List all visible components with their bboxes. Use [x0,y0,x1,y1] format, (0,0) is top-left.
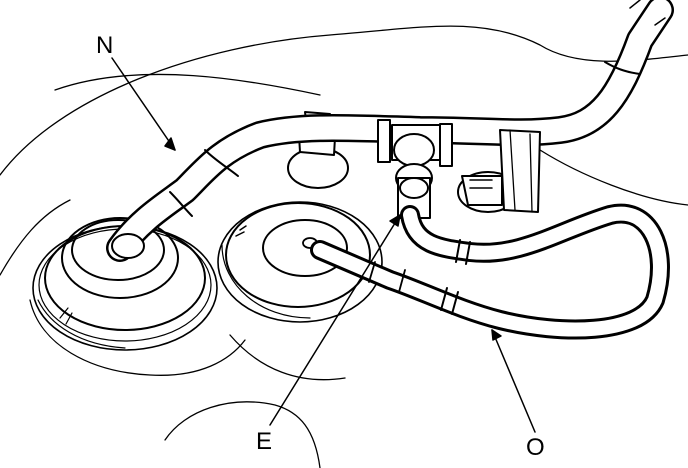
hose-n [106,0,674,262]
leader-o [491,329,536,433]
arrow-e-head [389,214,401,227]
hose-o [310,203,670,340]
label-e: E [256,428,273,455]
leader-lines [111,57,536,433]
label-n: N [96,32,114,59]
label-o: O [526,434,545,461]
body-contours [0,25,688,468]
arrow-n-head [164,137,176,151]
arrow-o-head [491,329,502,341]
leader-n [111,57,176,151]
tee-fitting [377,119,541,219]
center-canister [217,201,383,323]
leader-e [269,214,401,426]
